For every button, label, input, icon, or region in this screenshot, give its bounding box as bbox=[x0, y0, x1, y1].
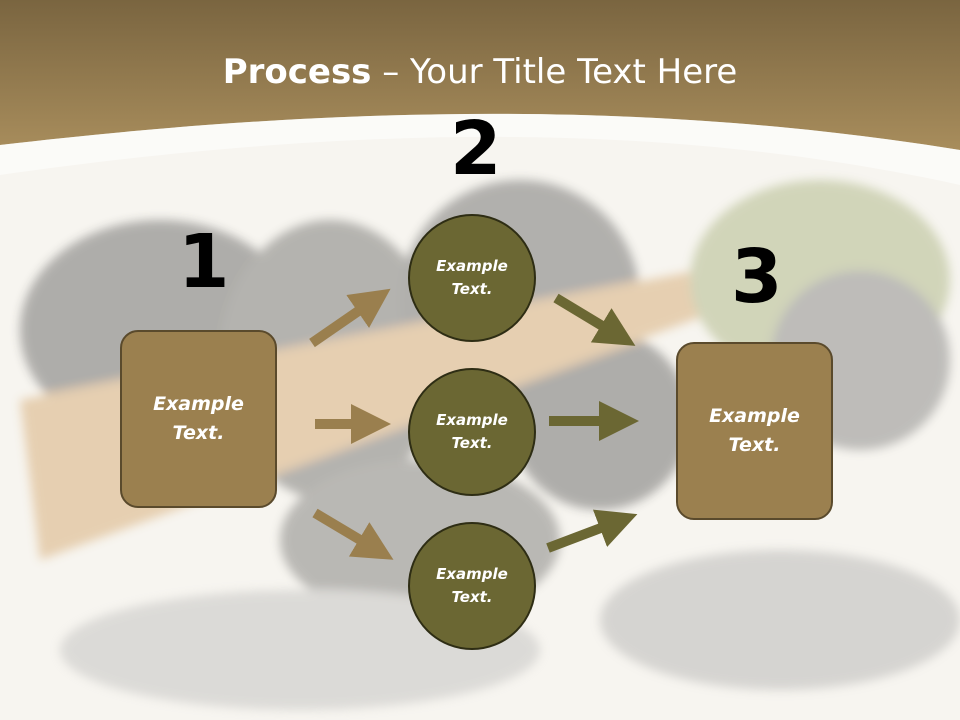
step-3-box: Example Text. bbox=[676, 342, 833, 520]
page-title: Process – Your Title Text Here bbox=[0, 52, 960, 92]
title-bold: Process bbox=[222, 52, 372, 92]
arrow-1-to-bottom bbox=[312, 508, 394, 560]
arrow-1-to-top bbox=[309, 288, 391, 348]
step-2-number: 2 bbox=[450, 106, 502, 192]
header-band bbox=[0, 0, 960, 150]
circle-top: Example Text. bbox=[408, 214, 536, 342]
title-rest: – Your Title Text Here bbox=[371, 52, 738, 92]
arrow-bottom-to-3 bbox=[546, 509, 638, 553]
arrow-top-to-3 bbox=[553, 293, 636, 346]
step-1-box: Example Text. bbox=[120, 330, 277, 508]
circle-middle: Example Text. bbox=[408, 368, 536, 496]
step-3-number: 3 bbox=[731, 234, 783, 320]
step-1-number: 1 bbox=[178, 219, 230, 305]
header-swoosh bbox=[0, 113, 960, 185]
circle-bottom: Example Text. bbox=[408, 522, 536, 650]
